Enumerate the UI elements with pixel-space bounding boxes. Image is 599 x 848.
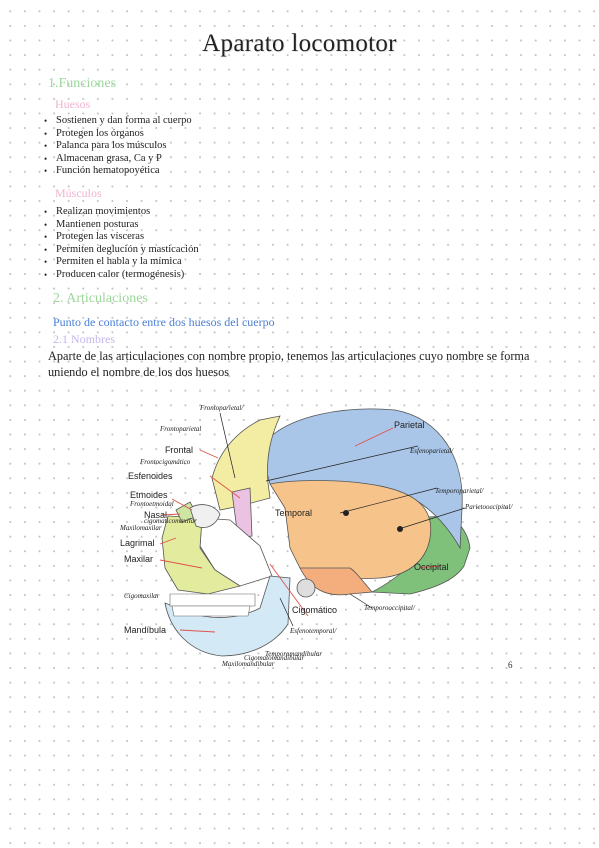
hand-temporooccipital: Temporooccipital/	[364, 604, 416, 612]
list-item: Función hematopoyética	[44, 165, 192, 178]
list-item: Palanca para los músculos	[44, 140, 192, 153]
musculos-heading: Músculos	[55, 186, 102, 200]
label-parietal: Parietal	[394, 420, 425, 430]
hand-cigomaxilar: Cigomaxilar	[124, 592, 160, 600]
cigomatico-bone	[199, 517, 273, 587]
list-item: Sostienen y dan forma al cuerpo	[44, 115, 192, 128]
maxilar-bone	[161, 515, 241, 595]
label-esfenoides: Esfenoides	[128, 471, 173, 481]
articulacion-definition: Punto de contacto entre dos huesos del c…	[53, 315, 275, 329]
label-lagrimal: Lagrimal	[120, 538, 155, 548]
teeth-upper	[169, 593, 256, 607]
label-temporal: Temporal	[275, 508, 312, 518]
hand-maxilomaxilar: Maxilomaxilar	[119, 524, 162, 532]
list-item: Realizan movimientos	[44, 206, 199, 219]
list-item: Mantienen posturas	[44, 219, 199, 232]
hand-maxilomandibular: Maxilomandibular	[221, 660, 275, 668]
section-funciones-heading: 1.Funciones	[48, 76, 117, 91]
suture-point	[397, 526, 403, 532]
hand-esfenotemporal: Esfenotemporal/	[289, 627, 337, 635]
section-articulaciones-heading: 2. Articulaciones	[53, 291, 148, 306]
label-nasal: Nasal	[144, 510, 167, 520]
mastoid	[296, 578, 316, 598]
hand-temporomandibular: Temporomandibular	[265, 650, 322, 658]
label-maxilar: Maxilar	[124, 554, 153, 564]
mandibula-bone	[164, 575, 291, 657]
hand-cigomaticomaxilar: cigomaticomaxilar	[144, 517, 197, 525]
teeth-lower	[171, 605, 251, 617]
list-item: Protegen las vísceras	[44, 231, 199, 244]
section-nombres-heading: 2.1 Nombres	[53, 332, 115, 346]
label-frontal: Frontal	[165, 445, 193, 455]
suture-point	[343, 510, 349, 516]
hand-temporoparietal: Temporoparietal/	[435, 487, 485, 495]
skull-diagram: Parietal Frontal Esfenoides Etmoides Nas…	[119, 404, 513, 670]
musculos-list: Realizan movimientos Mantienen posturas …	[44, 206, 199, 282]
hand-frontocigomatico: Frontocigomático	[139, 458, 191, 466]
hand-frontoparietal: Frontoparietal	[159, 425, 201, 433]
list-item: Protegen los órganos	[44, 128, 192, 141]
list-item: Almacenan grasa, Ca y P	[44, 153, 192, 166]
hand-frontoetmoidal: Frontoetmoidal	[129, 500, 174, 508]
label-cigomatico: Cigomático	[292, 605, 337, 615]
page-number: 6	[508, 660, 513, 670]
pointer-lines	[159, 427, 441, 633]
page-title: Aparato locomotor	[202, 30, 397, 57]
hand-parietooccipital: Parietooccipital/	[464, 503, 513, 511]
list-item: Permiten el habla y la mímica	[44, 256, 199, 269]
hand-frontoparietal-top: Frontoparietal/	[199, 404, 244, 412]
hand-cigomatomandibular: Cigomatomandibular	[244, 654, 305, 662]
label-etmoides: Etmoides	[130, 490, 168, 500]
huesos-list: Sostienen y dan forma al cuerpo Protegen…	[44, 115, 192, 178]
list-item: Producen calor (termogénesis)	[44, 269, 199, 282]
eye-socket	[189, 504, 221, 528]
hand-esfenoparietal: Esfenoparietal/	[409, 447, 454, 455]
temporal-bone	[269, 480, 432, 579]
esfenoides-bone	[231, 487, 253, 539]
frontal-bone	[211, 415, 281, 511]
suture-lines	[219, 412, 466, 627]
label-mandibula: Mandíbula	[124, 625, 166, 635]
nombres-paragraph: Aparte de las articulaciones con nombre …	[48, 349, 530, 379]
skull-figure: Parietal Frontal Esfenoides Etmoides Nas…	[110, 398, 520, 673]
label-occipital: Occipital	[414, 562, 449, 572]
list-item: Permiten deglución y masticación	[44, 244, 199, 257]
huesos-heading: Huesos	[55, 97, 91, 111]
